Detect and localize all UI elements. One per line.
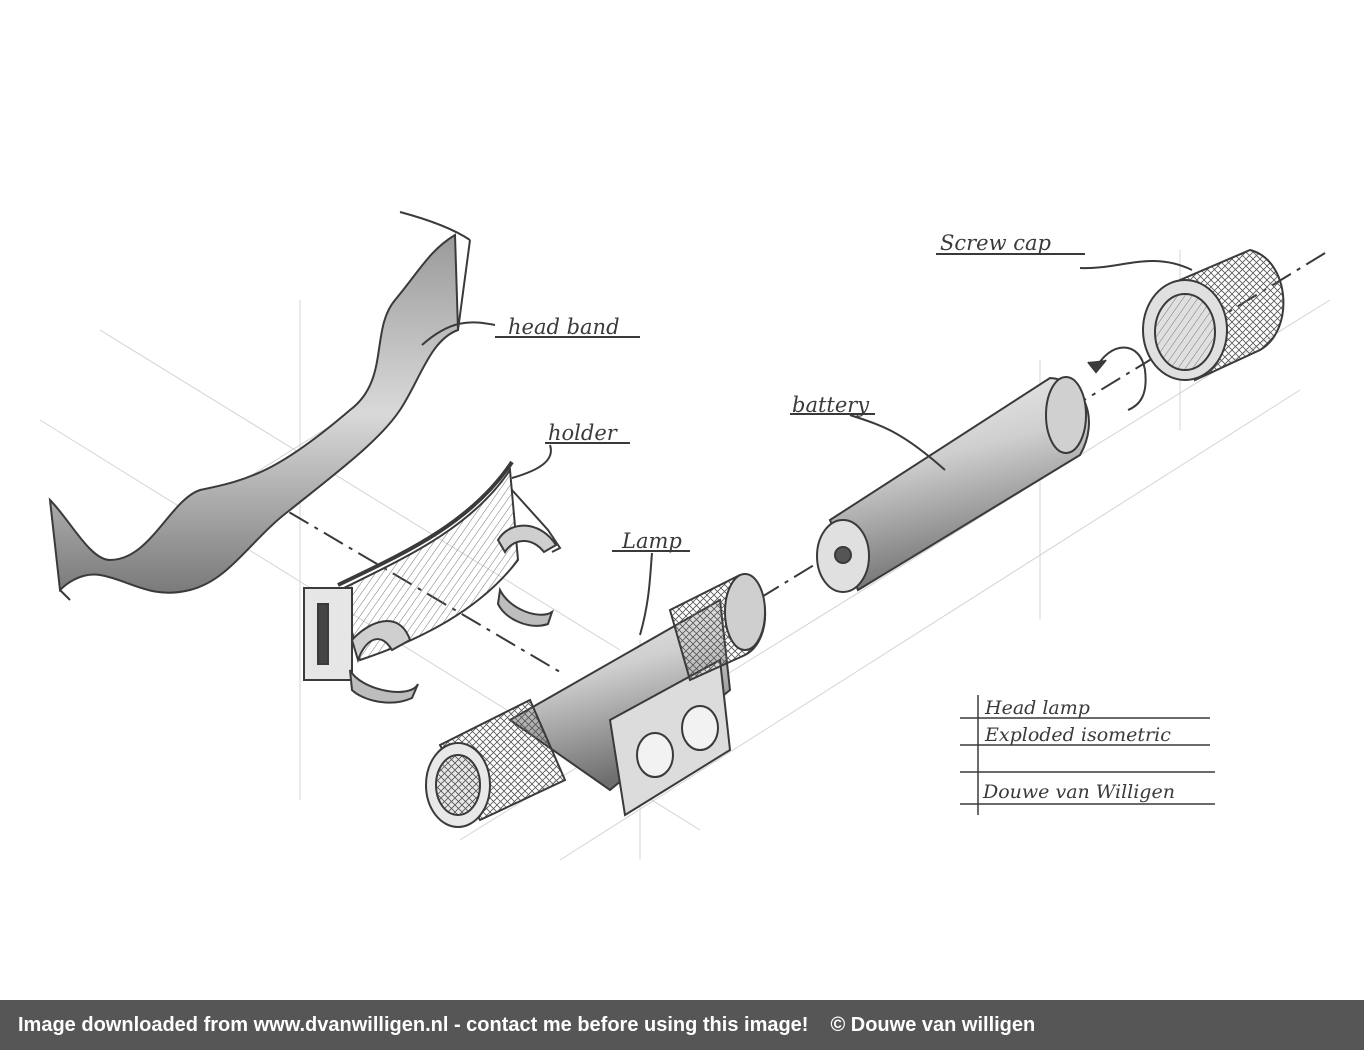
lamp-part [425, 573, 766, 828]
sketch-sheet: head band holder Lamp battery Screw cap … [39, 211, 1331, 861]
battery-part [816, 376, 1090, 593]
label-screw-cap: Screw cap [940, 231, 1051, 255]
holder-part [303, 460, 562, 704]
title-block-line2: Exploded isometric [984, 724, 1171, 746]
label-battery: battery [792, 393, 870, 417]
title-block-line1: Head lamp [984, 697, 1090, 719]
label-holder: holder [548, 421, 619, 445]
exploded-isometric-drawing: head band holder Lamp battery Screw cap … [39, 211, 1331, 861]
signature: Douwe van Willigen [982, 781, 1175, 803]
download-notice-text: Image downloaded from www.dvanwilligen.n… [18, 1013, 809, 1036]
head-band-part [48, 211, 471, 601]
title-block [960, 695, 1215, 815]
label-lamp: Lamp [621, 529, 682, 553]
rotation-arrow [1087, 346, 1147, 411]
copyright-text: © Douwe van willigen [830, 1013, 1036, 1036]
download-notice-bar: Image downloaded from www.dvanwilligen.n… [0, 1000, 1364, 1050]
label-head-band: head band [508, 315, 620, 339]
leader-lines [421, 253, 1193, 636]
screw-cap-part [1142, 248, 1285, 382]
